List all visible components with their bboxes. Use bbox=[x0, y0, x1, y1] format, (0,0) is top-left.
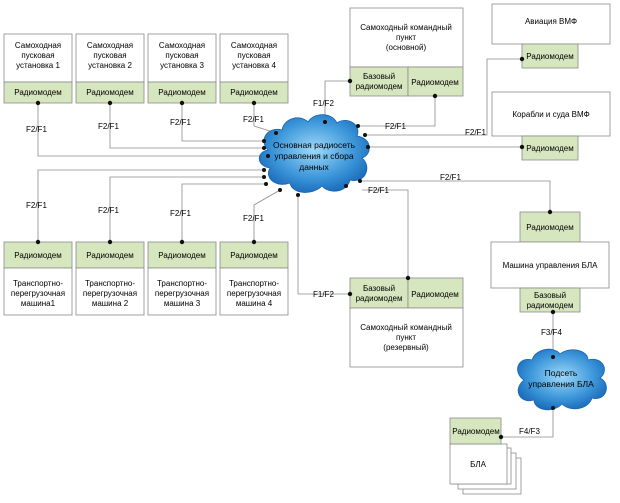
link-label: F2/F1 bbox=[98, 206, 119, 215]
link-label: F2/F1 bbox=[385, 122, 406, 131]
uav-stack: Радиомодем БЛА bbox=[449, 417, 522, 495]
main-network-label-1: Основная радиосеть bbox=[273, 140, 356, 150]
tlm-2-line-3: машина 2 bbox=[92, 299, 129, 308]
tlm-1: Радиомодем Транспортно- перегрузочная ма… bbox=[3, 241, 73, 316]
connection-lines bbox=[37, 58, 554, 438]
cp-main-line-3: (основной) bbox=[386, 43, 427, 52]
ships-label: Корабли и суда ВМФ bbox=[512, 110, 589, 119]
ships-modem: Радиомодем bbox=[526, 144, 574, 153]
link-label: F2/F1 bbox=[170, 118, 191, 127]
tlm-3-modem: Радиомодем bbox=[158, 251, 206, 260]
launcher-3-modem: Радиомодем bbox=[158, 88, 206, 97]
tlm-1-line-2: перегрузочная bbox=[11, 289, 65, 298]
launcher-1-line-1: Самоходная bbox=[15, 41, 61, 50]
launcher-2-line-2: пусковая bbox=[93, 51, 126, 60]
naval-ships: Корабли и суда ВМФ Радиомодем bbox=[491, 91, 611, 161]
uav-control-label: Машина управления БЛА bbox=[503, 261, 599, 270]
uav-modem: Радиомодем bbox=[452, 427, 500, 436]
launcher-2-line-3: установка 2 bbox=[88, 61, 132, 70]
link-label: F2/F1 bbox=[465, 128, 486, 137]
connection-dots bbox=[35, 56, 556, 440]
link-label: F2/F1 bbox=[368, 186, 389, 195]
link-label: F4/F3 bbox=[519, 427, 540, 436]
tlm-2-line-1: Транспортно- bbox=[85, 279, 135, 288]
launcher-3-line-3: установка 3 bbox=[160, 61, 204, 70]
uav-subnet-label-2: управления БЛА bbox=[528, 379, 594, 389]
launcher-4-modem: Радиомодем bbox=[230, 88, 278, 97]
launcher-1: Самоходная пусковая установка 1 Радиомод… bbox=[3, 33, 73, 104]
link-label: F3/F4 bbox=[541, 328, 562, 337]
launcher-4-line-3: установка 4 bbox=[232, 61, 276, 70]
main-network-cloud: Основная радиосеть управления и сбора да… bbox=[258, 114, 370, 193]
tlm-3-line-3: машина 3 bbox=[164, 299, 201, 308]
command-post-main: Самоходный командный пункт (основной) Ба… bbox=[349, 7, 464, 97]
tlm-3-line-1: Транспортно- bbox=[157, 279, 207, 288]
cp-reserve-base-modem-1: Базовый bbox=[363, 284, 395, 293]
tlm-1-line-3: машина1 bbox=[21, 299, 56, 308]
cp-main-line-2: пункт bbox=[396, 33, 416, 42]
aviation-modem: Радиомодем bbox=[526, 52, 574, 61]
tlm-4-line-1: Транспортно- bbox=[229, 279, 279, 288]
tlm-3: Радиомодем Транспортно- перегрузочная ма… bbox=[147, 241, 217, 316]
uav-control-vehicle: Радиомодем Машина управления БЛА Базовый… bbox=[490, 211, 610, 313]
launcher-2-line-1: Самоходная bbox=[87, 41, 133, 50]
uav-control-base-modem-2: радиомодем bbox=[527, 301, 574, 310]
link-label: F2/F1 bbox=[170, 209, 191, 218]
cp-reserve-line-2: пункт bbox=[396, 333, 416, 342]
tlm-4: Радиомодем Транспортно- перегрузочная ма… bbox=[219, 241, 289, 316]
link-label: F2/F1 bbox=[243, 214, 264, 223]
link-label: F2/F1 bbox=[243, 115, 264, 124]
link-label: F2/F1 bbox=[98, 122, 119, 131]
tlm-4-modem: Радиомодем bbox=[230, 251, 278, 260]
cp-reserve-line-1: Самоходный командный bbox=[360, 323, 452, 332]
launcher-3-line-2: пусковая bbox=[165, 51, 198, 60]
cp-reserve-line-3: (резервный) bbox=[383, 343, 429, 352]
launcher-4-line-1: Самоходная bbox=[231, 41, 277, 50]
uav-control-base-modem-1: Базовый bbox=[534, 291, 566, 300]
naval-aviation: Авиация ВМФ Радиомодем bbox=[491, 3, 611, 69]
main-network-label-2: управления и сбора bbox=[274, 151, 353, 161]
aviation-label: Авиация ВМФ bbox=[525, 17, 577, 26]
tlm-2: Радиомодем Транспортно- перегрузочная ма… bbox=[75, 241, 145, 316]
launcher-1-modem: Радиомодем bbox=[14, 88, 62, 97]
launcher-2-modem: Радиомодем bbox=[86, 88, 134, 97]
uav-label: БЛА bbox=[470, 460, 487, 469]
link-label: F1/F2 bbox=[313, 290, 334, 299]
link-label: F2/F1 bbox=[440, 173, 461, 182]
uav-subnet-cloud: Подсеть управления БЛА bbox=[517, 348, 607, 411]
uav-subnet-label-1: Подсеть bbox=[545, 368, 578, 378]
tlm-1-line-1: Транспортно- bbox=[13, 279, 63, 288]
cp-reserve-modem: Радиомодем bbox=[411, 290, 459, 299]
command-post-reserve: Базовый радиомодем Радиомодем Самоходный… bbox=[349, 277, 464, 368]
launcher-1-line-2: пусковая bbox=[21, 51, 54, 60]
uav-control-modem: Радиомодем bbox=[526, 223, 574, 232]
launcher-3-line-1: Самоходная bbox=[159, 41, 205, 50]
launcher-1-line-3: установка 1 bbox=[16, 61, 60, 70]
tlm-2-line-2: перегрузочная bbox=[83, 289, 137, 298]
link-labels: F2/F1 F2/F1 F2/F1 F2/F1 F1/F2 F2/F1 F2/F… bbox=[26, 99, 562, 436]
main-network-label-3: данных bbox=[299, 162, 329, 172]
cp-reserve-base-modem-2: радиомодем bbox=[356, 294, 403, 303]
tlm-4-line-2: перегрузочная bbox=[227, 289, 281, 298]
launcher-4-line-2: пусковая bbox=[237, 51, 270, 60]
launcher-3: Самоходная пусковая установка 3 Радиомод… bbox=[147, 33, 217, 104]
tlm-1-modem: Радиомодем bbox=[14, 251, 62, 260]
tlm-3-line-2: перегрузочная bbox=[155, 289, 209, 298]
tlm-4-line-3: машина 4 bbox=[236, 299, 273, 308]
link-label: F2/F1 bbox=[26, 201, 47, 210]
link-label: F2/F1 bbox=[26, 125, 47, 134]
link-label: F1/F2 bbox=[313, 99, 334, 108]
cp-main-base-modem-2: радиомодем bbox=[356, 82, 403, 91]
cp-main-base-modem-1: Базовый bbox=[363, 72, 395, 81]
tlm-2-modem: Радиомодем bbox=[86, 251, 134, 260]
cp-main-line-1: Самоходный командный bbox=[360, 23, 452, 32]
cp-main-modem: Радиомодем bbox=[411, 78, 459, 87]
launcher-4: Самоходная пусковая установка 4 Радиомод… bbox=[219, 33, 289, 104]
launcher-2: Самоходная пусковая установка 2 Радиомод… bbox=[75, 33, 145, 104]
